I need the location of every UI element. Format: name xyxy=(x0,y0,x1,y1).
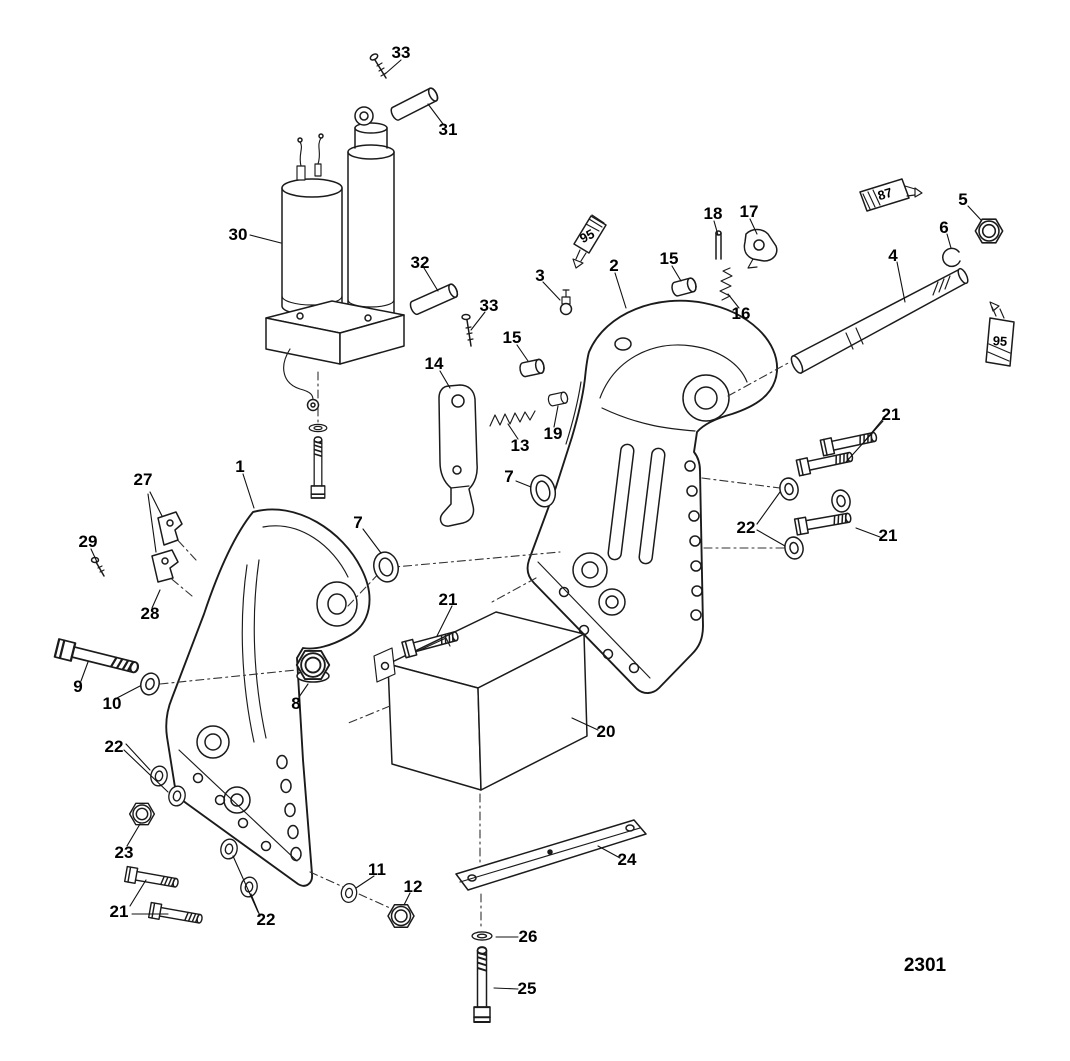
part-33-screw-mid xyxy=(461,313,474,347)
callout-23: 23 xyxy=(114,843,134,862)
callout-31: 31 xyxy=(438,120,458,139)
part-33-screw-top xyxy=(369,53,387,79)
part-21-bolt xyxy=(147,901,204,928)
part-26-washer xyxy=(471,931,493,941)
part-7-ring-right xyxy=(529,474,557,508)
part-21-bolt xyxy=(123,865,180,892)
callout-20: 20 xyxy=(596,722,616,741)
callout-27: 27 xyxy=(133,470,153,489)
part-21-bolt xyxy=(819,427,879,457)
part-21-bolt xyxy=(793,508,853,536)
callout-4: 4 xyxy=(888,246,898,265)
diagram-number: 2301 xyxy=(903,955,947,976)
part-7-ring-left xyxy=(373,551,399,583)
callout-9: 9 xyxy=(73,677,83,696)
callout-17: 17 xyxy=(739,202,759,221)
pump-bolt xyxy=(310,436,326,499)
callout-29: 29 xyxy=(78,532,98,551)
part-14-latch-lever xyxy=(438,384,478,527)
callout-11: 11 xyxy=(368,860,386,879)
part-22-washer xyxy=(238,874,260,900)
part-6-snap-ring xyxy=(942,247,961,268)
part-4-tilt-tube xyxy=(790,267,969,374)
part-11-washer xyxy=(339,882,359,904)
part-15-bushing-left xyxy=(518,357,546,379)
callout-21: 21 xyxy=(438,590,458,609)
callout-7: 7 xyxy=(353,513,363,532)
part-17-cam-latch xyxy=(743,228,778,269)
callout-30: 30 xyxy=(228,225,248,244)
part-8-flange-nut xyxy=(295,649,331,683)
callout-21: 21 xyxy=(878,526,898,545)
callout-19: 19 xyxy=(543,424,563,443)
callout-18: 18 xyxy=(703,204,723,223)
part-20-spacer-block xyxy=(373,611,588,791)
part-22-washer xyxy=(777,475,801,503)
callout-1: 1 xyxy=(235,457,245,476)
callout-3: 3 xyxy=(535,266,545,285)
callout-21: 21 xyxy=(881,405,901,424)
callout-28: 28 xyxy=(140,604,160,623)
callout-2: 2 xyxy=(609,256,619,275)
part-22-washer xyxy=(782,534,806,562)
callout-26: 26 xyxy=(518,927,538,946)
callout-33: 33 xyxy=(479,296,499,315)
part-16-spring xyxy=(719,267,733,301)
callout-22: 22 xyxy=(736,518,756,537)
tube-87 xyxy=(859,178,923,212)
leader-lines xyxy=(80,59,982,990)
callout-10: 10 xyxy=(102,694,122,713)
callout-7: 7 xyxy=(504,467,514,486)
part-10-washer xyxy=(137,670,163,698)
part-23-nut xyxy=(128,802,156,826)
callout-6: 6 xyxy=(939,218,949,237)
callout-13: 13 xyxy=(510,436,530,455)
part-2-transom-bracket-right xyxy=(526,299,778,694)
part-19-roller xyxy=(546,390,570,408)
part-24-anode-plate xyxy=(455,819,647,891)
part-31-pin xyxy=(388,85,441,123)
callout-95: 95 xyxy=(992,333,1008,349)
callout-15: 15 xyxy=(659,249,679,268)
callout-32: 32 xyxy=(410,253,430,272)
part-1-transom-bracket-left xyxy=(165,508,371,887)
part-15-bushing-right xyxy=(669,276,699,298)
pump-bolt-washer xyxy=(308,423,328,433)
part-5-nut xyxy=(974,218,1004,244)
callout-14: 14 xyxy=(424,354,444,373)
callout-15: 15 xyxy=(502,328,522,347)
callout-22: 22 xyxy=(104,737,124,756)
part-13-spring xyxy=(489,410,536,427)
callout-22: 22 xyxy=(256,910,276,929)
part-32-pin xyxy=(407,282,460,317)
part-27-clamp-upper xyxy=(157,511,183,546)
part-25-bolt xyxy=(472,946,492,1024)
callout-21: 21 xyxy=(109,902,129,921)
part-22-washer xyxy=(829,487,853,515)
part-9-bolt xyxy=(53,637,142,679)
callout-12: 12 xyxy=(403,877,423,896)
callout-33: 33 xyxy=(391,43,411,62)
tube-95-right xyxy=(985,301,1015,367)
part-27-clamp-lower xyxy=(151,549,179,583)
part-12-nut xyxy=(387,903,415,929)
callout-16: 16 xyxy=(731,304,751,323)
part-30-trim-pump xyxy=(265,106,405,412)
callout-8: 8 xyxy=(291,694,301,713)
tube-95-left xyxy=(572,214,607,269)
callout-24: 24 xyxy=(617,850,637,869)
part-3-fitting xyxy=(559,289,573,316)
callout-5: 5 xyxy=(958,190,968,209)
callout-25: 25 xyxy=(517,979,537,998)
part-22-washer xyxy=(218,836,240,862)
part-29-screw xyxy=(90,556,105,577)
